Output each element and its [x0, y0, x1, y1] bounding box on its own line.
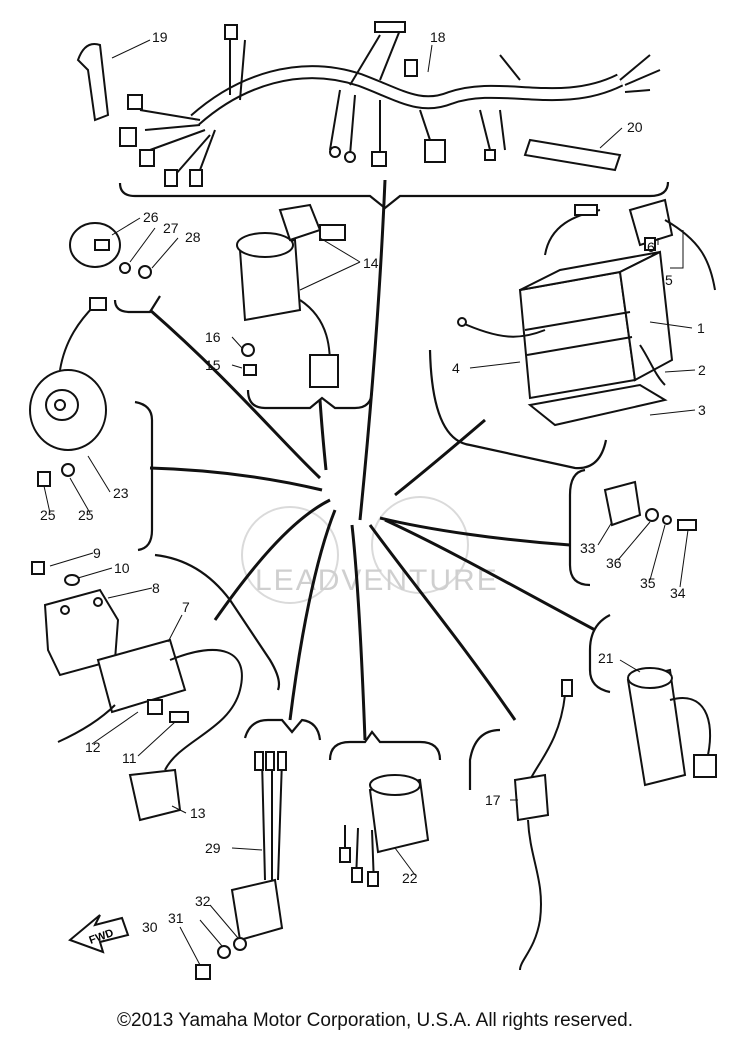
flasher-relay — [339, 774, 430, 887]
callout-2: 2 — [698, 362, 706, 378]
neutral-switch-bracket — [468, 728, 501, 790]
callout-19: 19 — [152, 29, 168, 45]
callout-6: 6 — [647, 239, 655, 255]
callout-9: 9 — [93, 545, 101, 561]
callout-25-washer: 25 — [78, 507, 94, 523]
callout-33: 33 — [580, 540, 596, 556]
ignition-coil — [57, 638, 243, 822]
throttle-bracket — [588, 614, 611, 694]
callout-23: 23 — [113, 485, 129, 501]
callout-4: 4 — [452, 360, 460, 376]
watermark-text: LEADVENTURE — [255, 564, 499, 597]
battery — [457, 198, 716, 427]
callout-11: 11 — [122, 750, 137, 766]
watermark: LEADVENTURE — [241, 496, 499, 604]
callout-36: 36 — [606, 555, 622, 571]
rectifier-regulator — [195, 751, 287, 980]
horn-cover-bracket — [113, 295, 161, 314]
leader-lines — [43, 39, 696, 966]
callout-3: 3 — [698, 402, 706, 418]
harness-band — [523, 138, 622, 172]
callout-13: 13 — [190, 805, 206, 821]
callout-28: 28 — [185, 229, 201, 245]
callout-32: 32 — [195, 893, 211, 909]
main-switch-bracket — [246, 389, 374, 410]
fuse-holder-bracket — [568, 468, 591, 587]
callout-35: 35 — [640, 575, 656, 591]
callout-22: 22 — [402, 870, 418, 886]
harness-group-bracket — [118, 181, 670, 210]
callout-12: 12 — [85, 739, 101, 755]
horn-bracket — [134, 400, 154, 552]
callout-25-bolt: 25 — [40, 507, 56, 523]
callouts: 19 18 20 26 27 28 14 16 15 6 5 1 2 3 4 2… — [40, 29, 706, 935]
callout-27: 27 — [163, 220, 179, 236]
horn-cover-parts — [69, 222, 152, 279]
callout-15: 15 — [205, 357, 221, 373]
routing-lines — [149, 179, 596, 741]
ignition-coil-bracket — [154, 553, 281, 691]
callout-5: 5 — [665, 272, 673, 288]
battery-bracket — [428, 349, 608, 470]
callout-18: 18 — [430, 29, 446, 45]
horn — [29, 297, 107, 487]
callout-26: 26 — [143, 209, 159, 225]
callout-29: 29 — [205, 840, 221, 856]
callout-20: 20 — [627, 119, 643, 135]
callout-14: 14 — [363, 255, 379, 271]
copyright-notice: ©2013 Yamaha Motor Corporation, U.S.A. A… — [117, 1010, 633, 1031]
neutral-switch — [513, 679, 573, 971]
harness-clamp — [76, 43, 110, 122]
regulator-bracket — [243, 718, 322, 741]
callout-8: 8 — [152, 580, 160, 596]
fuse-holder-parts — [603, 480, 697, 531]
flasher-bracket — [328, 730, 442, 761]
callout-16: 16 — [205, 329, 221, 345]
callout-1: 1 — [697, 320, 705, 336]
callout-10: 10 — [114, 560, 130, 576]
callout-30: 30 — [142, 919, 158, 935]
main-switch — [236, 203, 346, 388]
callout-21: 21 — [598, 650, 614, 666]
callout-31: 31 — [168, 910, 184, 926]
throttle-switch — [626, 667, 717, 787]
forward-arrow: FWD — [68, 914, 130, 954]
wire-harness — [119, 21, 661, 187]
callout-17: 17 — [485, 792, 501, 808]
callout-34: 34 — [670, 585, 686, 601]
callout-7: 7 — [182, 599, 190, 615]
